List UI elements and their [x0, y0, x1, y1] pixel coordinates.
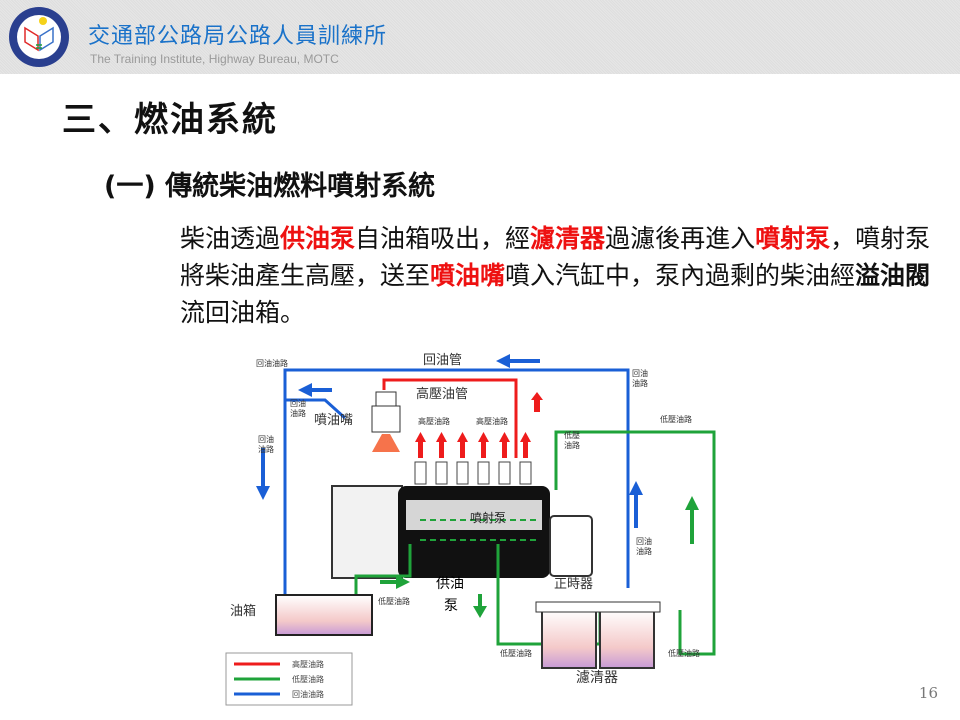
delivery-valve: [435, 461, 448, 485]
delivery-valve: [414, 461, 427, 485]
delivery-valve: [477, 461, 490, 485]
high-pressure-pipe-label: 高壓油管: [416, 386, 468, 402]
return-line-label: 回油: [632, 368, 648, 378]
low-pressure-line-label: 低壓油路: [378, 596, 410, 606]
high-pressure-arrow: [502, 440, 507, 458]
institute-logo-icon: [9, 7, 69, 67]
arrow-up-icon: [436, 432, 447, 442]
highlighted-term: 噴油嘴: [430, 261, 506, 290]
slide-subtitle: (一) 傳統柴油燃料噴射系統: [104, 171, 436, 202]
high-pressure-line-label: 高壓油路: [476, 416, 508, 426]
arrow-left-icon: [496, 354, 510, 368]
fuel-injection-diagram: 回油管 高壓油管 噴油嘴 噴射泵 供油 泵 正時器 油箱 濾清器 回油油路 回油…: [225, 353, 716, 706]
delivery-valve: [456, 461, 469, 485]
paragraph-text: 流回油箱。: [180, 298, 306, 327]
low-pressure-line-label: 低壓油路: [668, 648, 700, 658]
fuel-filter: [535, 601, 661, 669]
arrow-up-icon: [499, 432, 510, 442]
page-number: 16: [918, 684, 938, 702]
arrow-up-icon: [520, 432, 531, 442]
injector: [371, 391, 401, 452]
fuel-tank: [275, 594, 373, 636]
high-pressure-arrow: [523, 440, 528, 458]
return-line-label: 回油油路: [256, 358, 288, 368]
injection-pump-label: 噴射泵: [470, 510, 506, 525]
injector-label: 噴油嘴: [314, 413, 353, 428]
return-line-label: 油路: [636, 546, 652, 556]
low-pressure-line-label: 低壓: [564, 430, 580, 440]
body-paragraph: 柴油透過供油泵自油箱吸出，經濾清器過濾後再進入噴射泵，噴射泵將柴油產生高壓，送至…: [180, 220, 940, 331]
feed-pump-label-2: 泵: [444, 598, 458, 614]
arrow-up-icon: [685, 496, 699, 510]
return-line-label: 油路: [290, 408, 306, 418]
return-line: [256, 354, 643, 604]
legend-label: 回油油路: [292, 689, 324, 699]
arrow-right-icon: [396, 575, 410, 589]
low-pressure-line-label: 低壓油路: [500, 648, 532, 658]
return-line-label: 回油: [290, 398, 306, 408]
arrow-down-icon: [256, 486, 270, 500]
arrow-up-icon: [457, 432, 468, 442]
paragraph-text: ，噴射泵將柴油產生高壓，送至: [180, 224, 931, 290]
injection-pump: [331, 485, 593, 579]
high-pressure-arrow: [481, 440, 486, 458]
delivery-valve: [519, 461, 532, 485]
highlighted-term: 溢油閥: [855, 261, 931, 290]
return-pipe-label: 回油管: [423, 353, 462, 368]
return-line-label: 回油: [636, 536, 652, 546]
paragraph-text: 過濾後再進入: [605, 224, 756, 253]
paragraph-text: 柴油透過: [180, 224, 281, 253]
highlighted-term: 供油泵: [280, 224, 356, 253]
arrow-down-icon: [473, 606, 487, 618]
arrow-up-icon: [629, 481, 643, 495]
arrow-up-icon: [415, 432, 426, 442]
highlighted-term: 濾清器: [530, 224, 606, 253]
low-pressure-line-label: 油路: [564, 440, 580, 450]
arrow-left-icon: [298, 383, 312, 397]
return-line-label: 油路: [632, 378, 648, 388]
high-pressure-arrow: [439, 440, 444, 458]
legend-label: 低壓油路: [292, 674, 324, 684]
timer-label: 正時器: [554, 577, 593, 592]
header-banner: 交通部公路局公路人員訓練所 The Training Institute, Hi…: [0, 0, 960, 74]
high-pressure-arrow: [460, 440, 465, 458]
high-pressure-line-label: 高壓油路: [418, 416, 450, 426]
return-line-label: 回油: [258, 434, 274, 444]
delivery-valve: [498, 461, 511, 485]
feed-pump-label-1: 供油: [436, 576, 464, 592]
legend-label: 高壓油路: [292, 659, 324, 669]
organization-name-cn: 交通部公路局公路人員訓練所: [88, 24, 388, 49]
low-pressure-line-label: 低壓油路: [660, 414, 692, 424]
fuel-tank-label: 油箱: [230, 603, 256, 619]
return-line-label: 油路: [258, 444, 274, 454]
slide-title: 三、燃油系統: [62, 100, 278, 140]
high-pressure-line: [382, 378, 543, 485]
highlighted-term: 噴射泵: [755, 224, 831, 253]
paragraph-text: 噴入汽缸中，泵內過剩的柴油經: [505, 261, 856, 290]
high-pressure-arrow: [418, 440, 423, 458]
paragraph-text: 自油箱吸出，經: [355, 224, 531, 253]
arrow-up-icon: [478, 432, 489, 442]
filter-label: 濾清器: [576, 670, 618, 686]
organization-name-en: The Training Institute, Highway Bureau, …: [90, 52, 339, 66]
